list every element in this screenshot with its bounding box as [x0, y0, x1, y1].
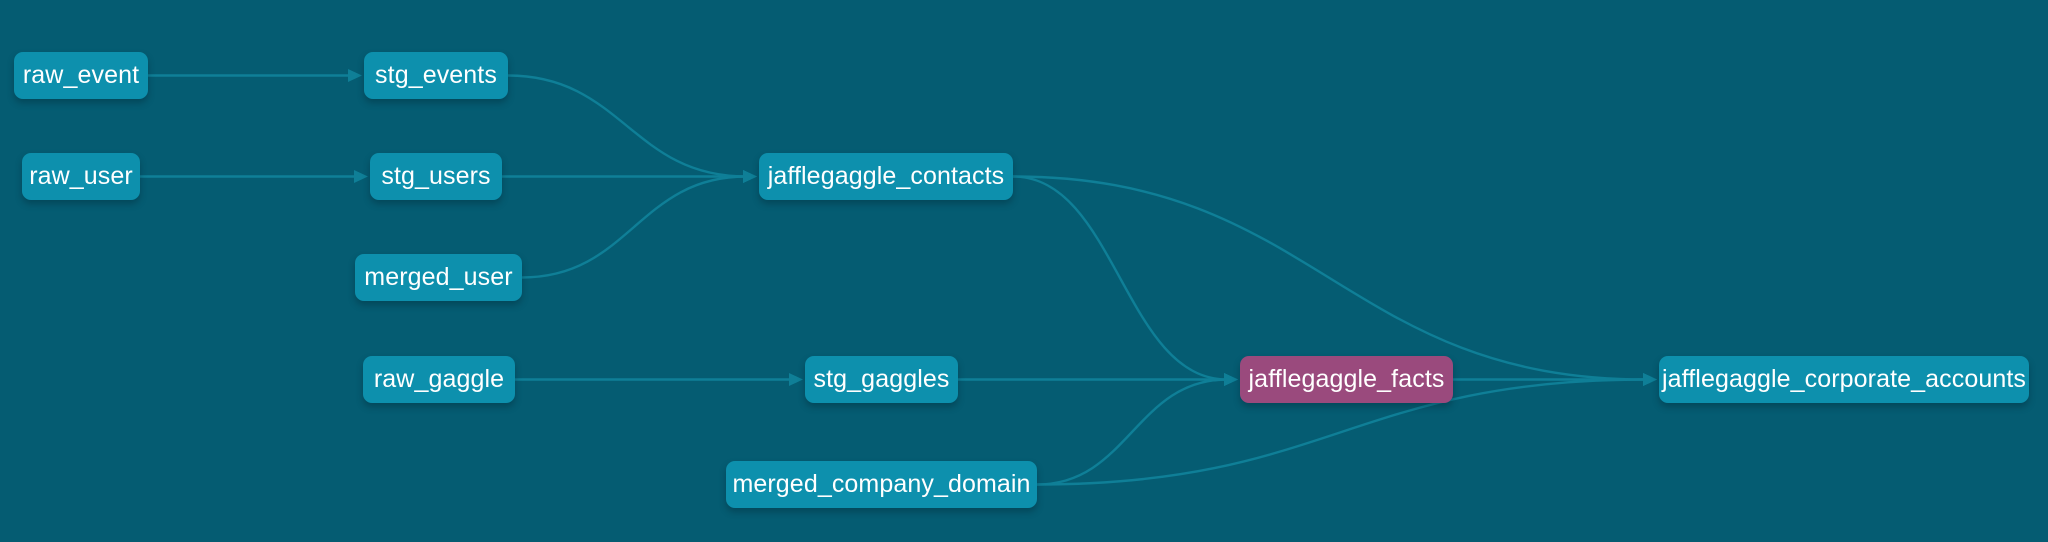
- graph-edge-merged_company_domain-to-jafflegaggle_facts: [1036, 378, 1228, 486]
- graph-edge-arrowhead: [789, 373, 803, 386]
- graph-node-label: jafflegaggle_contacts: [767, 162, 1005, 190]
- graph-node-label: stg_gaggles: [813, 365, 950, 393]
- graph-node-label: stg_users: [381, 162, 491, 190]
- graph-edge-arrowhead: [348, 69, 362, 82]
- graph-node-jafflegaggle_facts[interactable]: jafflegaggle_facts: [1240, 356, 1453, 403]
- graph-edge-merged_company_domain-to-jafflegaggle_corporate_accounts: [1036, 378, 1647, 486]
- graph-edge-jafflegaggle_contacts-to-jafflegaggle_corporate_accounts: [1012, 175, 1647, 381]
- graph-node-label: jafflegaggle_facts: [1248, 365, 1445, 393]
- graph-node-merged_company_domain[interactable]: merged_company_domain: [726, 461, 1037, 508]
- graph-node-label: merged_user: [364, 263, 513, 291]
- graph-node-raw_gaggle[interactable]: raw_gaggle: [363, 356, 515, 403]
- graph-node-label: merged_company_domain: [732, 470, 1031, 498]
- graph-node-stg_gaggles[interactable]: stg_gaggles: [805, 356, 958, 403]
- graph-node-jafflegaggle_contacts[interactable]: jafflegaggle_contacts: [759, 153, 1013, 200]
- graph-edge-arrowhead: [1224, 373, 1238, 386]
- graph-node-raw_event[interactable]: raw_event: [14, 52, 148, 99]
- graph-edge-stg_events-to-jafflegaggle_contacts: [507, 74, 747, 178]
- graph-node-label: jafflegaggle_corporate_accounts: [1662, 365, 2027, 393]
- graph-node-label: raw_user: [29, 162, 133, 190]
- graph-node-stg_users[interactable]: stg_users: [370, 153, 502, 200]
- graph-node-stg_events[interactable]: stg_events: [364, 52, 508, 99]
- graph-edge-merged_user-to-jafflegaggle_contacts: [521, 175, 747, 279]
- graph-node-merged_user[interactable]: merged_user: [355, 254, 522, 301]
- graph-node-jafflegaggle_corporate_accounts[interactable]: jafflegaggle_corporate_accounts: [1659, 356, 2029, 403]
- graph-edge-arrowhead: [743, 170, 757, 183]
- graph-edge-arrowhead: [1643, 373, 1657, 386]
- graph-node-label: raw_event: [22, 61, 140, 89]
- graph-edge-arrowhead: [354, 170, 368, 183]
- graph-node-label: raw_gaggle: [373, 365, 505, 393]
- graph-edge-jafflegaggle_contacts-to-jafflegaggle_facts: [1012, 175, 1228, 381]
- graph-node-label: stg_events: [375, 61, 497, 89]
- graph-node-raw_user[interactable]: raw_user: [22, 153, 140, 200]
